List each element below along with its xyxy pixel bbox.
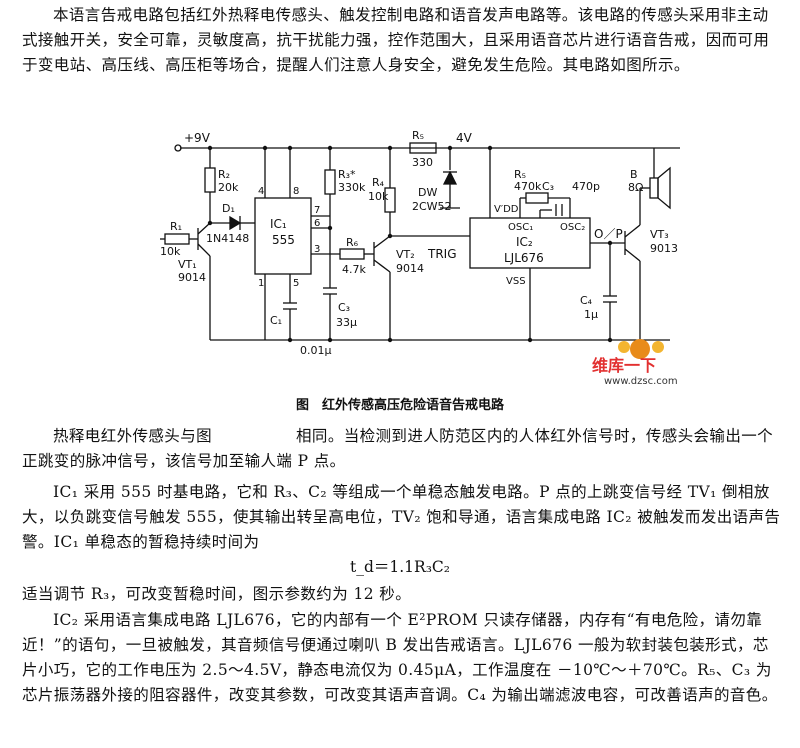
r4-value: 10k: [368, 190, 389, 203]
circuit-diagram: +9V 4V R₂ 20k R₁ 10k P VT₁ 9014 D₁ 1N414…: [160, 129, 680, 357]
ic2-value: LJL676: [504, 251, 544, 265]
c3-value: 470p: [572, 180, 600, 193]
pin5-label: 5: [293, 278, 299, 289]
pin7-label: 7: [314, 205, 320, 216]
r5top-label: R₅: [412, 129, 424, 142]
paragraph-ic2: IC₂ 采用语言集成电路 LJL676，它的内部有一个 E²PROM 只读存储器…: [22, 611, 778, 704]
vt2-value: 9014: [396, 262, 424, 275]
paragraph-ic1: IC₁ 采用 555 时基电路，它和 R₃、C₂ 等组成一个单稳态触发电路。P …: [22, 483, 781, 551]
d1-value: 1N4148: [206, 232, 249, 245]
pin4-label: 4: [258, 186, 264, 197]
c4-label: C₄: [580, 294, 593, 307]
pin1-label: 1: [258, 278, 264, 289]
osc1-label: OSC₁: [508, 222, 533, 233]
d1-label: D₁: [222, 202, 235, 215]
paragraph-sensor-a: 热释电红外传感头与图: [53, 427, 213, 445]
speaker-value: 8Ω: [628, 181, 643, 194]
ic1-value: 555: [272, 233, 295, 247]
r3-label: R₃*: [338, 168, 356, 181]
formula: t_d＝1.1R₃C₂: [349, 558, 450, 576]
watermark-title: 维库一下: [592, 356, 656, 375]
trig-label: TRIG: [427, 247, 457, 261]
dw-label: DW: [418, 186, 437, 199]
speaker-label: B: [630, 168, 638, 181]
figure-caption: 图 红外传感高压危险语音告戒电路: [295, 398, 504, 413]
vss-label: VSS: [506, 276, 526, 287]
ic2-label: IC₂: [516, 235, 533, 249]
c4-value: 1μ: [584, 308, 598, 321]
r2-value: 20k: [218, 181, 239, 194]
supply-label: +9V: [184, 131, 211, 145]
r5-label: R₅: [514, 168, 526, 181]
osc2-label: OSC₂: [560, 222, 585, 233]
ic1-label: IC₁: [270, 217, 287, 231]
c1-label: C₁: [270, 314, 282, 327]
r6-value: 4.7k: [342, 263, 366, 276]
r5top-value: 330: [412, 156, 433, 169]
vt1-label: VT₁: [178, 258, 197, 271]
r1-value: 10k: [160, 245, 181, 258]
v4-label: 4V: [456, 131, 473, 145]
r6-label: R₆: [346, 236, 359, 249]
vt3-label: VT₃: [650, 228, 669, 241]
r3-value: 330k: [338, 181, 366, 194]
pin8-label: 8: [293, 186, 299, 197]
vt2-label: VT₂: [396, 248, 415, 261]
r2-label: R₂: [218, 168, 230, 181]
pin6-label: 6: [314, 218, 320, 229]
c2-value: 33μ: [336, 316, 357, 329]
op-label: O／P: [594, 227, 623, 241]
c1-value: 0.01μ: [300, 344, 332, 357]
vt3-value: 9013: [650, 242, 678, 255]
vt1-value: 9014: [178, 271, 206, 284]
watermark-logo: 维库一下 www.dzsc.com: [588, 335, 708, 387]
c3-label: C₃: [542, 180, 554, 193]
r1-label: R₁: [170, 220, 182, 233]
pin3-label: 3: [314, 244, 320, 255]
vdd-label: V′DD: [494, 204, 519, 215]
dw-value: 2CW52: [412, 200, 452, 213]
paragraph-sensor-b: 相同。当检测到进人防范区内的人体红外信号时，传感头会输出一个正跳变的脉冲信号，该…: [22, 427, 774, 470]
intro-paragraph: 本语言告戒电路包括红外热释电传感头、触发控制电路和语音发声电路等。该电路的传感头…: [22, 6, 770, 74]
paragraph-adjust: 适当调节 R₃，可改变暂稳时间，图示参数约为 12 秒。: [22, 585, 412, 603]
r4-label: R₄: [372, 176, 385, 189]
c2-label: C₃: [338, 301, 350, 314]
watermark-url: www.dzsc.com: [604, 376, 678, 387]
r5-value: 470k: [514, 180, 542, 193]
paragraph-sensor: 热释电红外传感头与图相同。当检测到进人防范区内的人体红外信号时，传感头会输出一个…: [22, 424, 782, 474]
